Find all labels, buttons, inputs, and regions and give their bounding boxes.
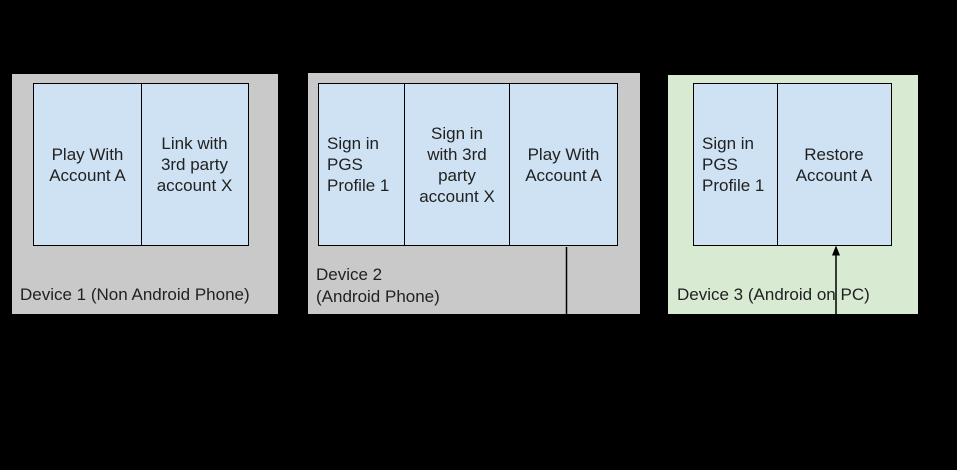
step-text: Link with 3rd party account X — [156, 134, 233, 195]
step-box-link-with-3rd-party-account-x: Link with 3rd party account X — [140, 83, 249, 246]
step-box-sign-in-with-3rd-party-account-x: Sign in with 3rd party account X — [403, 83, 511, 246]
step-box-play-with-account-a: Play With Account A — [509, 83, 618, 246]
step-text: Play With Account A — [49, 144, 126, 185]
device-3-panel: Sign in PGS Profile 1 Restore Account A … — [668, 75, 918, 314]
step-text: Sign in PGS Profile 1 — [702, 134, 765, 195]
step-box-play-with-account-a: Play With Account A — [33, 83, 142, 246]
device-3-steps: Sign in PGS Profile 1 Restore Account A — [693, 83, 892, 246]
device-2-panel: Sign in PGS Profile 1 Sign in with 3rd p… — [308, 73, 640, 314]
device-1-label: Device 1 (Non Android Phone) — [20, 285, 250, 304]
step-text: Sign in with 3rd party account X — [419, 123, 495, 206]
step-text: Sign in PGS Profile 1 — [327, 134, 390, 195]
step-box-restore-account-a: Restore Account A — [776, 83, 892, 246]
device-2-steps: Sign in PGS Profile 1 Sign in with 3rd p… — [318, 83, 618, 246]
step-box-sign-in-pgs-profile-1: Sign in PGS Profile 1 — [318, 83, 405, 246]
step-text: Restore Account A — [795, 144, 873, 185]
device-3-label: Device 3 (Android on PC) — [677, 285, 870, 304]
step-text: Play With Account A — [525, 144, 602, 185]
device-1-panel: Play With Account A Link with 3rd party … — [12, 74, 278, 314]
device-2-label: Device 2 (Android Phone) — [316, 265, 440, 306]
step-box-sign-in-pgs-profile-1: Sign in PGS Profile 1 — [693, 83, 778, 246]
device-1-steps: Play With Account A Link with 3rd party … — [33, 83, 249, 246]
